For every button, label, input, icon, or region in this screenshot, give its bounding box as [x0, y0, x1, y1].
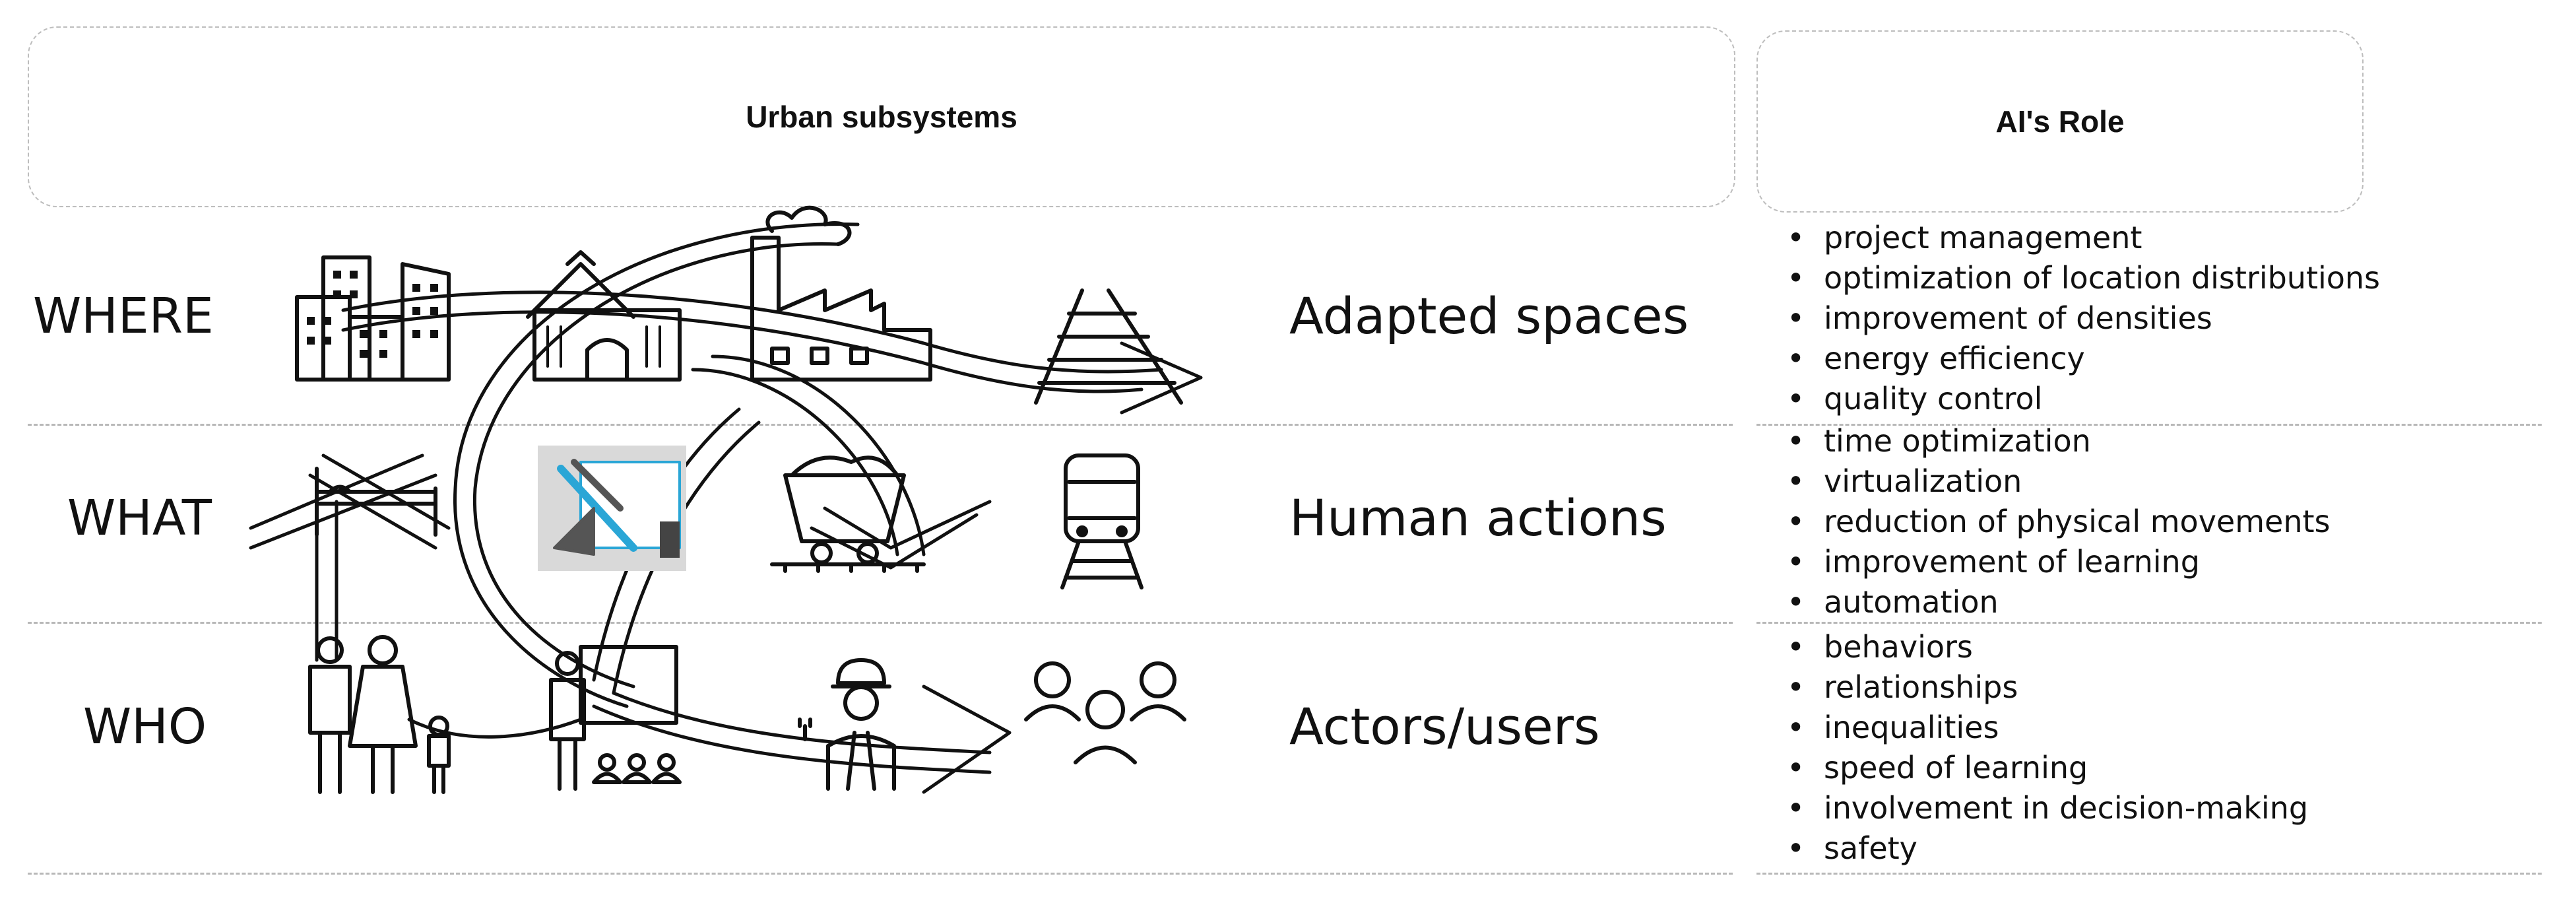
factory-icon [750, 205, 932, 382]
ai-role-item: inequalities [1782, 708, 2308, 748]
row-desc-human-actions: Human actions [1289, 488, 1667, 547]
ai-role-item: speed of learning [1782, 748, 2308, 788]
ai-role-item: project management [1782, 218, 2380, 258]
ai-role-item: improvement of learning [1782, 542, 2331, 582]
ai-role-item: reduction of physical movements [1782, 502, 2331, 542]
row-label-who: WHO [83, 698, 207, 755]
ai-role-item: quality control [1782, 379, 2380, 419]
ai-role-list-what: time optimization virtualization reducti… [1782, 421, 2331, 622]
mine-cart-icon [770, 455, 926, 573]
bed-icon [315, 467, 437, 537]
railway-track-icon [1034, 288, 1183, 405]
ai-role-item: energy efficiency [1782, 339, 2380, 379]
ai-role-list-who: behaviors relationships inequalities spe… [1782, 627, 2308, 869]
row-desc-actors-users: Actors/users [1289, 697, 1600, 756]
ai-role-item: time optimization [1782, 421, 2331, 461]
row-desc-adapted-spaces: Adapted spaces [1289, 286, 1689, 345]
school-building-icon [526, 250, 682, 382]
row-label-where: WHERE [33, 288, 214, 345]
ai-role-item: safety [1782, 828, 2308, 869]
ai-role-item: automation [1782, 582, 2331, 622]
ai-role-title: AI's Role [1995, 104, 2125, 139]
row-divider-3 [28, 873, 1733, 875]
row-divider-1 [28, 424, 1733, 426]
urban-subsystems-title: Urban subsystems [746, 100, 1017, 134]
ai-role-item: relationships [1782, 667, 2308, 708]
family-icon [308, 635, 451, 794]
apartment-buildings-icon [295, 255, 451, 382]
row-label-what: WHAT [67, 490, 212, 547]
worker-icon [798, 658, 896, 791]
ai-role-list-where: project management optimization of locat… [1782, 218, 2380, 419]
ai-role-item: optimization of location distributions [1782, 258, 2380, 298]
ai-role-item: behaviors [1782, 627, 2308, 667]
row-divider-2 [28, 622, 1733, 624]
urban-subsystems-header: Urban subsystems [28, 26, 1735, 207]
ai-role-item: improvement of densities [1782, 298, 2380, 339]
teacher-icon [549, 645, 682, 791]
row-divider-2-right [1756, 622, 2542, 624]
ai-role-header: AI's Role [1756, 30, 2364, 213]
train-icon [1060, 453, 1143, 589]
ai-role-item: involvement in decision-making [1782, 788, 2308, 828]
ai-role-item: virtualization [1782, 461, 2331, 502]
design-tools-icon [538, 446, 686, 571]
group-icon [1024, 661, 1186, 764]
row-divider-3-right [1756, 873, 2542, 875]
